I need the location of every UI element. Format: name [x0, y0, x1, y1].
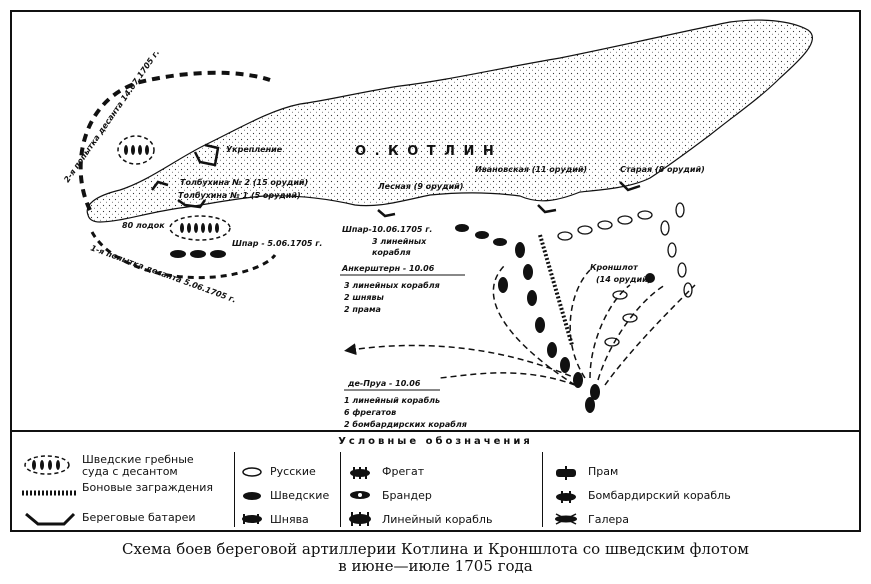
- legend-bomb-ship-label: Бомбардирский корабль: [588, 489, 731, 502]
- boom-icon: [22, 490, 76, 496]
- figure-caption: Схема боев береговой артиллерии Котлина …: [0, 541, 871, 575]
- frigate-icon: [350, 467, 370, 479]
- legend-line-ship-label: Линейный корабль: [382, 513, 493, 526]
- attempt1-arc: [90, 231, 277, 280]
- legend-separator-1: [234, 452, 235, 527]
- landing-boats-2: [124, 145, 149, 155]
- fireship-icon: [350, 491, 370, 499]
- ankerstern-line2: 2 шнявы: [344, 293, 385, 302]
- legend-swedish-label: Шведские: [270, 489, 330, 502]
- legend-boom-label: Боновые заграждения: [82, 481, 213, 494]
- russian-ship-icon: [242, 467, 262, 477]
- swedish-column: [498, 242, 600, 413]
- battery-staraya-label: Старая (8 орудий): [620, 165, 705, 174]
- landing-group-2: [117, 135, 155, 165]
- ankerstern-line1: 3 линейных корабля: [344, 280, 440, 290]
- legend-shnyava-label: Шнява: [270, 513, 309, 526]
- attempt2-label: 2-я попытка десанта 14.07.1705 г.: [62, 48, 161, 184]
- swedish-ship-icon: [243, 492, 261, 500]
- legend-separator-2: [340, 452, 341, 527]
- russian-ships: [557, 202, 693, 347]
- boom-line: [538, 234, 574, 346]
- landing-boats-1: [180, 223, 219, 233]
- battery-markers: [151, 143, 641, 218]
- kronshlot-guns: (14 орудий): [596, 275, 651, 284]
- legend-pram-label: Прам: [588, 465, 619, 478]
- deprua-line1: 1 линейный корабль: [344, 395, 440, 405]
- caption-line-2: в июне—июле 1705 года: [338, 557, 533, 575]
- map-frame: [10, 10, 861, 532]
- pram-icon: [556, 466, 576, 480]
- legend-battery-label: Береговые батареи: [82, 511, 196, 524]
- battle-map: О . К О Т Л И Н Укрепление Толбухина № 2…: [62, 19, 814, 429]
- kronshlot-fort: [645, 273, 655, 283]
- spar2-line2: корабля: [372, 247, 411, 257]
- kotlin-island: [86, 19, 814, 223]
- battery-ivanovskaya-label: Ивановская (11 орудий): [475, 165, 587, 174]
- deprua-title: де-Пруа - 10.06: [347, 379, 421, 388]
- spar1-ships: [170, 250, 226, 258]
- legend-frigate-label: Фрегат: [382, 465, 425, 478]
- legend-galley-label: Галера: [588, 513, 629, 526]
- landing-group-1: [169, 215, 231, 241]
- battery-lesnaya-label: Лесная (9 орудий): [377, 182, 463, 191]
- line-ship-icon: [349, 512, 371, 526]
- deprua-line3: 2 бомбардирских корабля: [344, 419, 467, 429]
- legend-russian-label: Русские: [270, 465, 316, 478]
- legend-landing-label: Шведские гребные суда с десантом: [82, 453, 194, 478]
- spar2-line1: 3 линейных: [372, 237, 427, 246]
- island-name: О . К О Т Л И Н: [355, 144, 496, 159]
- spar2-ships: [455, 224, 507, 246]
- landing-boats-icon: [24, 455, 70, 475]
- deprua-line2: 6 фрегатов: [344, 408, 396, 417]
- battery-ukreplenie-label: Укрепление: [226, 145, 283, 154]
- bomb-ship-icon: [556, 491, 576, 503]
- kronshlot-name: Кроншлот: [590, 263, 639, 272]
- battery-tolbukhina1-label: Толбухина № 1 (5 орудий): [178, 190, 301, 200]
- legend-fireship-label: Брандер: [382, 489, 432, 502]
- battery-tolbukhina2-label: Толбухина № 2 (15 орудий): [180, 177, 308, 187]
- shnyava-icon: [242, 514, 262, 524]
- caption-line-1: Схема боев береговой артиллерии Котлина …: [122, 540, 749, 558]
- spar2-title: Шпар-10.06.1705 г.: [342, 225, 432, 234]
- landing-boats-label: 80 лодок: [122, 221, 165, 230]
- battery-icon: [25, 512, 76, 526]
- spar1-label: Шпар - 5.06.1705 г.: [232, 239, 322, 248]
- attempt2-arc: [78, 70, 271, 211]
- ankerstern-line3: 2 прама: [344, 305, 381, 314]
- galley-icon: [555, 513, 577, 525]
- legend: Условные обозначения Шведские гребные су…: [12, 430, 859, 530]
- ankerstern-title: Анкерштерн - 10.06: [341, 264, 435, 273]
- attack-arrows: [344, 264, 696, 386]
- legend-separator-3: [542, 452, 543, 527]
- legend-title: Условные обозначения: [338, 436, 533, 447]
